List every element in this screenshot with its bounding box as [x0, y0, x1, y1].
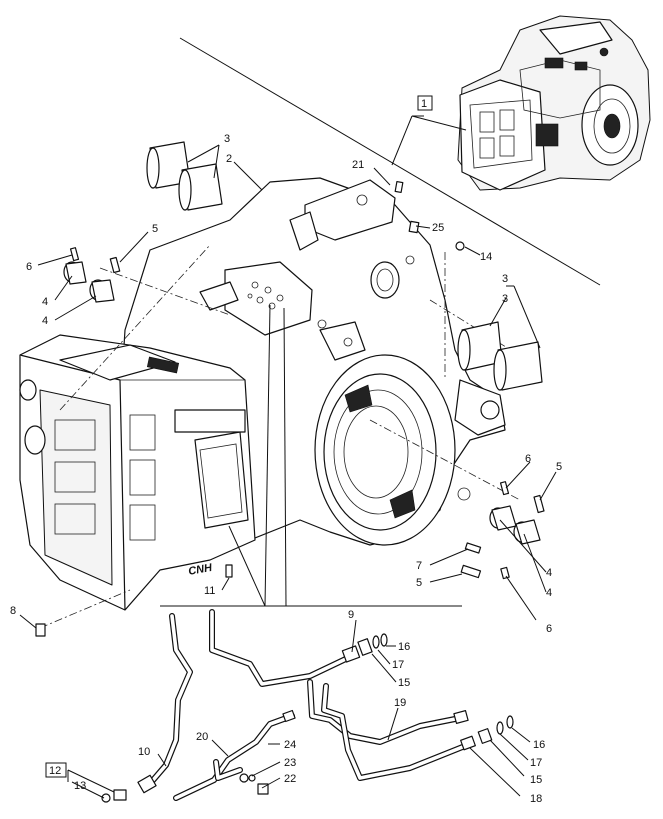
callout-15: 15 — [398, 677, 410, 689]
callout-9: 9 — [348, 609, 354, 621]
callout-6: 6 — [546, 623, 552, 635]
callout-7: 7 — [416, 560, 422, 572]
callouts: 1 2 3 21 25 14 3 3 5 6 4 4 6 5 4 4 7 5 6… — [10, 98, 562, 805]
leader-lines — [19, 144, 557, 799]
callout-18: 18 — [530, 793, 542, 805]
callout-5: 5 — [152, 223, 158, 235]
callout-17: 17 — [392, 659, 404, 671]
callout-19: 19 — [394, 697, 406, 709]
casting-mark: CNH — [187, 562, 214, 578]
callout-4: 4 — [42, 315, 48, 327]
callout-16: 16 — [398, 641, 410, 653]
callout-16: 16 — [533, 739, 545, 751]
callout-10: 10 — [138, 746, 150, 758]
callout-12: 12 — [49, 765, 61, 777]
loose-parts — [35, 141, 545, 637]
callout-2: 2 — [226, 153, 232, 165]
hydraulic-tubes — [101, 609, 514, 803]
callout-5: 5 — [556, 461, 562, 473]
assembly-thumbnail — [457, 15, 651, 191]
leader-9-b — [283, 307, 287, 607]
thumbnail-leader — [179, 37, 601, 286]
callout-6: 6 — [525, 453, 531, 465]
transmission-housing: CNH — [19, 177, 506, 611]
callout-25: 25 — [432, 222, 444, 234]
callout-15: 15 — [530, 774, 542, 786]
callout-20: 20 — [196, 731, 208, 743]
leader-9-a — [228, 525, 266, 607]
callout-17: 17 — [530, 757, 542, 769]
callout-3: 3 — [502, 273, 508, 285]
callout-4: 4 — [42, 296, 48, 308]
callout-5: 5 — [416, 577, 422, 589]
callout-21: 21 — [352, 159, 364, 171]
callout-4: 4 — [546, 567, 552, 579]
callout-3: 3 — [502, 293, 508, 305]
callout-13: 13 — [74, 780, 86, 792]
callout-12-box — [45, 762, 67, 778]
callout-22: 22 — [284, 773, 296, 785]
callout-14: 14 — [480, 251, 492, 263]
callout-3: 3 — [224, 133, 230, 145]
leader-9-c — [264, 304, 271, 607]
callout-6: 6 — [26, 261, 32, 273]
callout-24: 24 — [284, 739, 296, 751]
callout-4: 4 — [546, 587, 552, 599]
callout-23: 23 — [284, 757, 296, 769]
callout-11: 11 — [204, 585, 215, 597]
callout-8: 8 — [10, 605, 16, 617]
callout-1: 1 — [421, 98, 427, 110]
